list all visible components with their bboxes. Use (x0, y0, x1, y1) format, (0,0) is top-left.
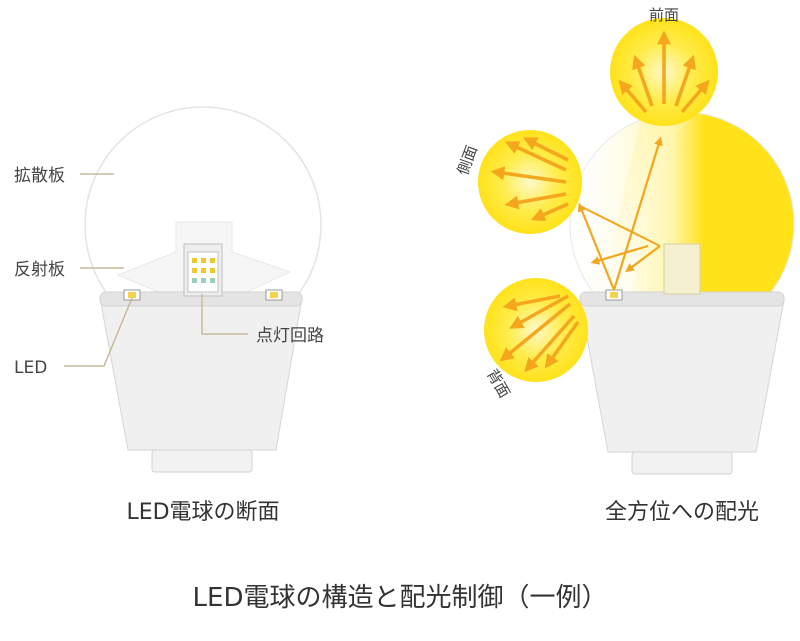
left-caption: LED電球の断面 (126, 500, 279, 525)
label-circuit: 点灯回路 (256, 326, 324, 346)
side-arrows (490, 137, 569, 222)
right-body (579, 299, 785, 453)
ray-reflect-1 (579, 205, 661, 247)
label-reflector: 反射板 (14, 260, 65, 280)
left-base-cap (151, 449, 253, 473)
circuit-leader-line (201, 294, 248, 335)
led-chip-right-inner (270, 292, 278, 298)
internal-rays (577, 136, 663, 291)
led-leader-line (64, 297, 133, 367)
label-front: 前面 (649, 6, 679, 24)
right-base-cap (631, 451, 733, 475)
label-diffuser: 拡散板 (14, 166, 65, 186)
front-arrows (618, 30, 710, 114)
led-chip-left-inner (128, 292, 136, 298)
label-led: LED (14, 358, 47, 378)
side-light-lobe (478, 130, 582, 234)
right-circuit-board (663, 243, 701, 295)
right-led-chip-inner (610, 292, 618, 298)
left-body (99, 297, 303, 451)
left-bulb-cross-section (64, 106, 322, 473)
main-caption: LED電球の構造と配光制御（一例） (193, 583, 608, 613)
right-bulb-light-distribution (478, 18, 795, 475)
label-side: 側面 (454, 143, 481, 177)
circuit-components (192, 258, 215, 283)
right-caption: 全方位への配光 (605, 500, 759, 525)
back-arrows (499, 294, 580, 373)
